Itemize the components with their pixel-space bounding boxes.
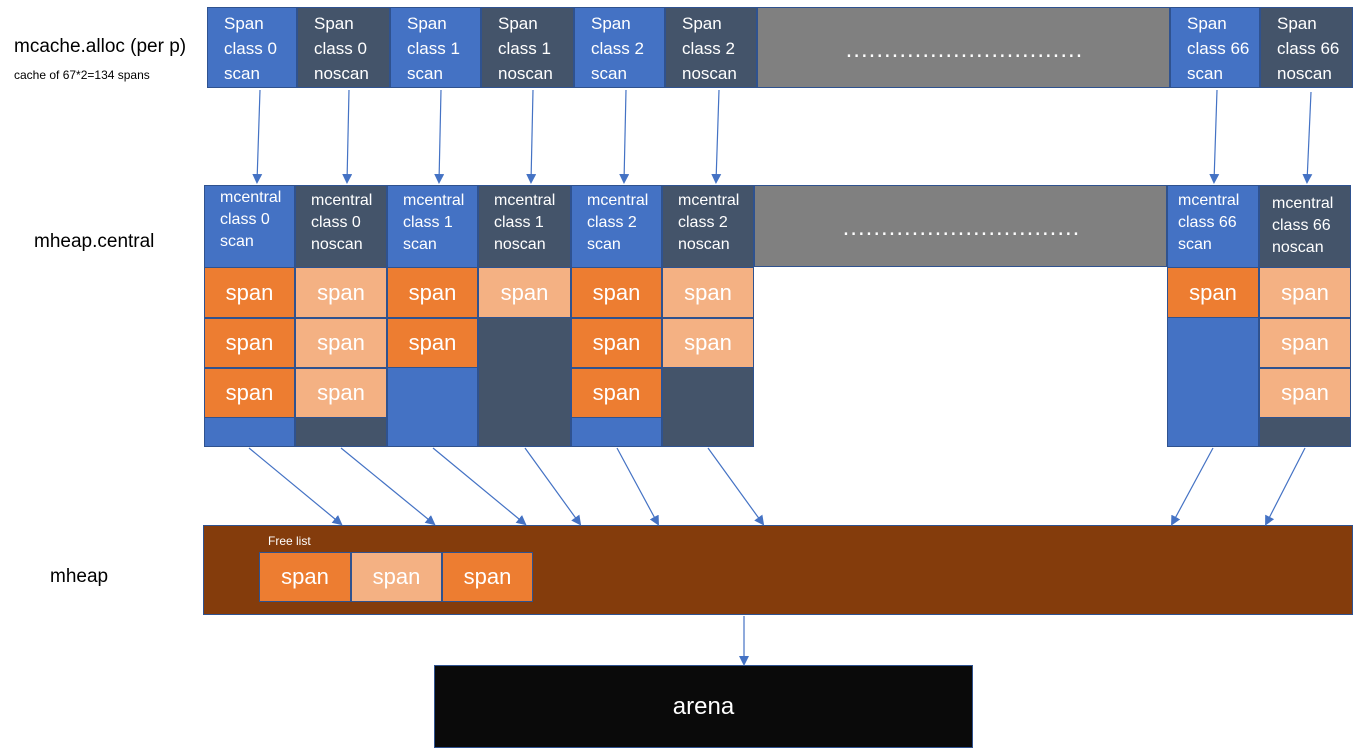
span-class0-scan-3: span (204, 368, 295, 418)
mcentral-header-class0-noscan: mcentral class 0 noscan (311, 192, 373, 253)
mcentral-header-class2-scan: mcentral class 2 scan (587, 192, 649, 253)
span-class0-noscan-2: span (295, 318, 387, 368)
mcache-cell-class1-scan: Span class 1 scan (390, 7, 481, 88)
arrow-mcache-class0-scan (252, 89, 263, 184)
span-class66-noscan-3: span (1259, 368, 1351, 418)
mheap-block: Free list span span span (203, 525, 1353, 615)
arrow-mcache-class1-scan (434, 89, 445, 184)
mcache-cell-class66-noscan: Span class 66 noscan (1260, 7, 1353, 88)
mcentral-header-class0-scan: mcentral class 0 scan (220, 189, 282, 250)
span-class0-noscan-1: span (295, 267, 387, 318)
free-list-span-1: span (259, 552, 351, 602)
span-class2-scan-2: span (571, 318, 662, 368)
mcache-subtitle: cache of 67*2=134 spans (14, 68, 150, 82)
mcache-ellipsis: ............................... (845, 36, 1084, 63)
mcache-ellipsis-block: ............................... (757, 7, 1170, 88)
arrow-central-class0-noscan (340, 447, 436, 526)
arrow-mcache-class0-noscan (342, 89, 353, 184)
arrow-mcache-class66-scan (1209, 89, 1220, 184)
mcentral-header-class1-scan: mcentral class 1 scan (403, 192, 465, 253)
mcentral-header-class66-scan: mcentral class 66 scan (1178, 192, 1240, 253)
arrow-central-class66-noscan (1265, 447, 1306, 526)
span-class2-scan-3: span (571, 368, 662, 418)
span-class2-noscan-2: span (662, 318, 754, 368)
span-class1-scan-2: span (387, 318, 478, 368)
span-class2-scan-1: span (571, 267, 662, 318)
span-class0-scan-2: span (204, 318, 295, 368)
mcentral-ellipsis: ............................... (842, 214, 1081, 241)
arena-block: arena (434, 665, 973, 748)
arrow-central-class66-scan (1171, 447, 1214, 526)
arrow-mcache-class2-noscan (711, 89, 722, 184)
span-class66-noscan-2: span (1259, 318, 1351, 368)
span-class0-scan-1: span (204, 267, 295, 318)
arrow-central-class2-scan (616, 447, 659, 526)
arrow-central-class1-scan (432, 447, 527, 526)
mheap-central-label: mheap.central (34, 231, 155, 252)
free-list-span-3: span (442, 552, 533, 602)
mcache-cell-class66-scan: Span class 66 scan (1170, 7, 1260, 88)
free-list-span-2: span (351, 552, 442, 602)
mcache-cell-class0-scan: Span class 0 scan (207, 7, 297, 88)
mcache-cell-class0-noscan: Span class 0 noscan (297, 7, 390, 88)
span-class1-noscan-1: span (478, 267, 571, 318)
mcentral-ellipsis-block: ............................... (754, 185, 1167, 267)
free-list-label: Free list (268, 534, 311, 548)
span-class2-noscan-1: span (662, 267, 754, 318)
span-class0-noscan-3: span (295, 368, 387, 418)
arena-label: arena (672, 692, 735, 720)
span-class1-scan-1: span (387, 267, 478, 318)
arrow-mcache-class2-scan (619, 89, 630, 184)
mcache-title: mcache.alloc (per p) (14, 36, 187, 57)
arrow-central-class2-noscan (707, 447, 765, 526)
mcentral-header-class1-noscan: mcentral class 1 noscan (494, 192, 556, 253)
arrow-mcache-class1-noscan (526, 89, 537, 184)
mheap-label: mheap (50, 566, 109, 587)
mcache-cell-class1-noscan: Span class 1 noscan (481, 7, 574, 88)
arrow-central-class1-noscan (524, 447, 582, 526)
arrow-central-class0-scan (248, 447, 343, 526)
arrow-mcache-class66-noscan (1302, 91, 1313, 184)
mcache-cell-class2-scan: Span class 2 scan (574, 7, 665, 88)
span-class66-noscan-1: span (1259, 267, 1351, 318)
mcentral-header-class66-noscan: mcentral class 66 noscan (1272, 195, 1334, 256)
span-class66-scan-1: span (1167, 267, 1259, 318)
mcache-cell-class2-noscan: Span class 2 noscan (665, 7, 757, 88)
mcentral-header-class2-noscan: mcentral class 2 noscan (678, 192, 740, 253)
